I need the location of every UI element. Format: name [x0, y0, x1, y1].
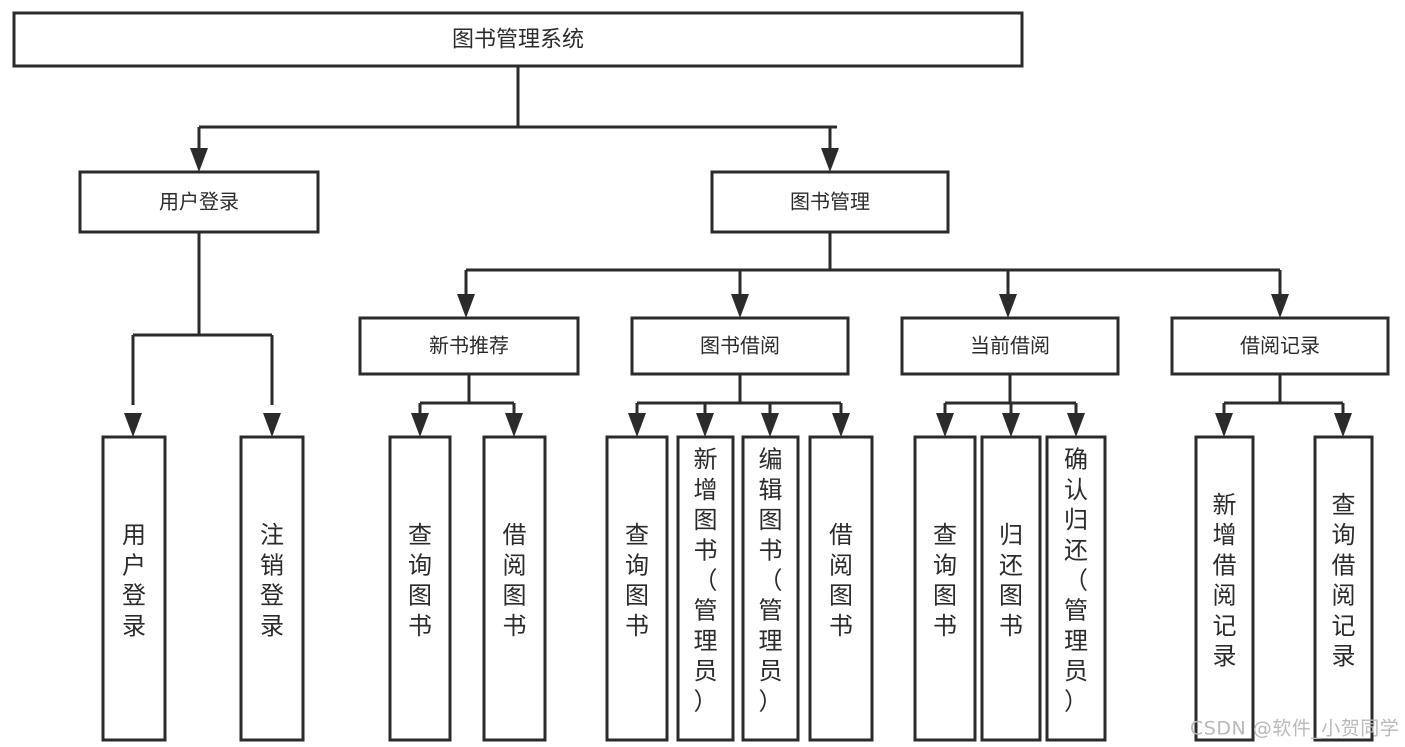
node-label: 借阅记录 [1240, 334, 1320, 358]
node-box [1170, 316, 1390, 376]
node-box [1194, 435, 1255, 742]
node-box [388, 435, 452, 742]
node-label: 图书管理 [790, 190, 870, 214]
node-box [482, 435, 547, 742]
node-label: 当前借阅 [970, 334, 1050, 358]
watermark-layer: CSDN @软件_小贺同学 [1190, 718, 1399, 740]
arrow-to-nb-query [411, 413, 429, 437]
arrow-to-bo-edit [761, 413, 779, 437]
node-leaf-bo-edit[interactable]: 编辑图书（管理员） [741, 435, 800, 742]
node-leaf-cu-query[interactable]: 查询图书 [913, 435, 977, 742]
node-label: 查询图书 [625, 521, 649, 640]
node-leaf-bo-add[interactable]: 新增图书（管理员） [676, 435, 735, 742]
node-label: 借阅图书 [503, 521, 527, 640]
node-box [676, 435, 735, 742]
node-l3-current[interactable]: 当前借阅 [900, 316, 1120, 376]
node-leaf-nb-borrow[interactable]: 借阅图书 [482, 435, 547, 742]
node-root[interactable]: 图书管理系统 [12, 11, 1024, 68]
node-l2-book[interactable]: 图书管理 [710, 170, 950, 234]
node-box [808, 435, 874, 742]
node-leaf-cu-confirm[interactable]: 确认归还（管理员） [1045, 435, 1107, 742]
node-box [1313, 435, 1374, 742]
node-label: 查询图书 [408, 521, 432, 640]
node-label: 注销登录 [260, 521, 284, 640]
node-box [900, 316, 1120, 376]
node-label: 图书借阅 [700, 334, 780, 358]
arrow-to-cu-query [936, 413, 954, 437]
node-layer: 图书管理系统用户登录图书管理新书推荐图书借阅当前借阅借阅记录用户登录注销登录查询… [12, 11, 1390, 742]
node-box [239, 435, 305, 742]
arrow-to-bo-lend [832, 413, 850, 437]
node-box [101, 435, 167, 742]
node-box [605, 435, 669, 742]
arrow-to-book-manage-node [821, 148, 839, 172]
arrow-to-bo-query [628, 413, 646, 437]
node-leaf-rc-query[interactable]: 查询借阅记录 [1313, 435, 1374, 742]
node-leaf-user-logout[interactable]: 注销登录 [239, 435, 305, 742]
node-box [980, 435, 1042, 742]
node-box [12, 11, 1024, 68]
arrow-to-leaf-user-logout [263, 413, 281, 437]
node-label: 确认归还（管理员） [1064, 446, 1088, 716]
node-box [913, 435, 977, 742]
node-box [1045, 435, 1107, 742]
node-box [710, 170, 950, 234]
node-l3-borrow[interactable]: 图书借阅 [630, 316, 850, 376]
csdn-watermark: CSDN @软件_小贺同学 [1190, 718, 1399, 740]
node-leaf-bo-query[interactable]: 查询图书 [605, 435, 669, 742]
node-box [358, 316, 580, 376]
node-label: 查询借阅记录 [1332, 491, 1356, 670]
arrow-to-record-node [1271, 294, 1289, 318]
node-label: 新增借阅记录 [1213, 491, 1237, 670]
arrow-to-current-node [999, 294, 1017, 318]
node-leaf-user-login[interactable]: 用户登录 [101, 435, 167, 742]
node-leaf-nb-query[interactable]: 查询图书 [388, 435, 452, 742]
node-label: 新书推荐 [429, 334, 509, 358]
node-label: 借阅图书 [829, 521, 853, 640]
node-l2-user[interactable]: 用户登录 [78, 170, 320, 234]
arrow-to-bo-add [696, 413, 714, 437]
node-leaf-rc-add[interactable]: 新增借阅记录 [1194, 435, 1255, 742]
arrowhead-layer [124, 148, 1352, 437]
arrow-to-cu-confirm [1067, 413, 1085, 437]
node-label: 用户登录 [159, 190, 239, 214]
node-leaf-cu-return[interactable]: 归还图书 [980, 435, 1042, 742]
node-label: 用户登录 [122, 521, 146, 640]
node-box [630, 316, 850, 376]
arrow-to-rc-query [1334, 413, 1352, 437]
node-label: 编辑图书（管理员） [759, 446, 783, 716]
node-label: 图书管理系统 [452, 28, 584, 53]
arrow-to-user-login-node [190, 148, 208, 172]
node-box [78, 170, 320, 234]
node-box [741, 435, 800, 742]
arrow-to-nb-borrow [505, 413, 523, 437]
node-l3-newbook[interactable]: 新书推荐 [358, 316, 580, 376]
node-l3-record[interactable]: 借阅记录 [1170, 316, 1390, 376]
arrow-to-rc-add [1215, 413, 1233, 437]
arrow-to-borrow-node [731, 294, 749, 318]
node-label: 新增图书（管理员） [694, 446, 718, 716]
node-leaf-bo-lend[interactable]: 借阅图书 [808, 435, 874, 742]
arrow-to-cu-return [1002, 413, 1020, 437]
node-label: 归还图书 [999, 521, 1023, 640]
node-label: 查询图书 [933, 521, 957, 640]
arrow-to-newbook-node [457, 294, 475, 318]
arrow-to-leaf-user-login [124, 413, 142, 437]
